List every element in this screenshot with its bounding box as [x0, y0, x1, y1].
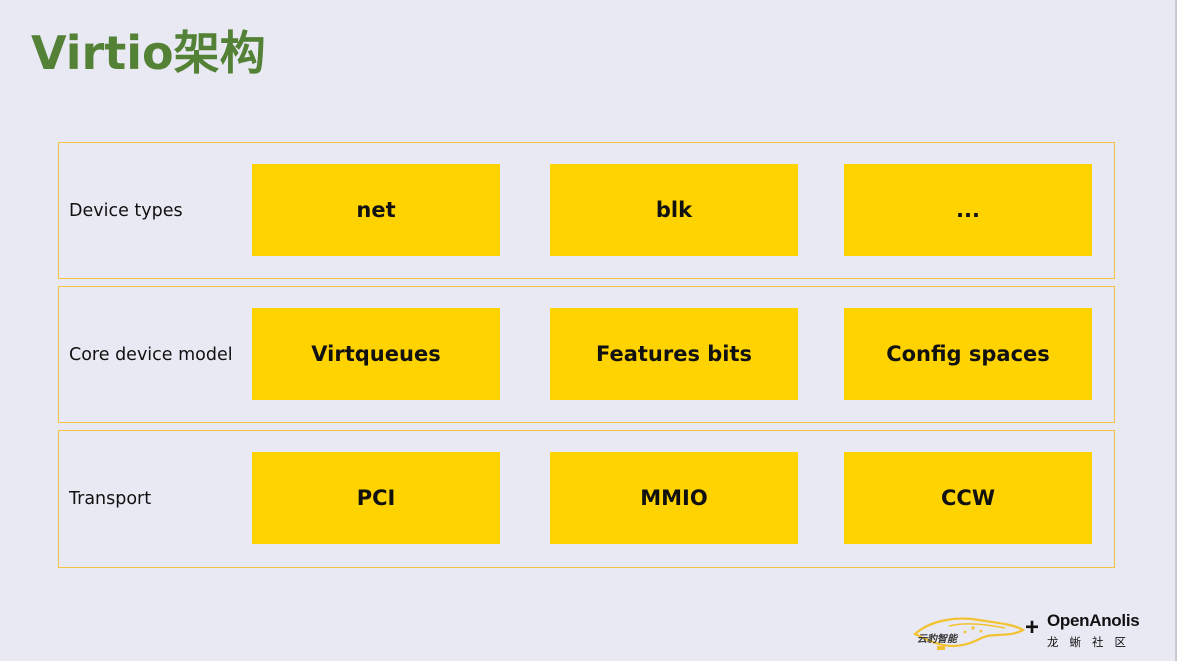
footer-logos: 云豹智能 + OpenAnolis 龙蜥社区 — [913, 606, 1163, 656]
block-pci: PCI — [252, 452, 500, 544]
openanolis-logo-name: OpenAnolis — [1047, 611, 1140, 630]
logo-left-text: 云豹智能 — [917, 634, 957, 645]
block-mmio: MMIO — [550, 452, 798, 544]
layer-label: Transport — [69, 489, 152, 509]
layer-transport: Transport PCI MMIO CCW — [58, 430, 1115, 568]
leopard-logo-icon — [913, 617, 1026, 650]
page-title: Virtio架构 — [31, 26, 266, 80]
layer-device-types: Device types net blk ... — [58, 142, 1115, 279]
block-virtqueues: Virtqueues — [252, 308, 500, 400]
openanolis-logo-sub: 龙蜥社区 — [1047, 635, 1137, 649]
block-blk: blk — [550, 164, 798, 256]
layer-core-device-model: Core device model Virtqueues Features bi… — [58, 286, 1115, 423]
plus-sign: + — [1025, 614, 1040, 641]
block-config-spaces: Config spaces — [844, 308, 1092, 400]
block-ccw: CCW — [844, 452, 1092, 544]
block-net: net — [252, 164, 500, 256]
block-more: ... — [844, 164, 1092, 256]
layer-label: Core device model — [69, 344, 233, 365]
layer-label: Device types — [69, 200, 183, 221]
block-features-bits: Features bits — [550, 308, 798, 400]
slide-edge — [1175, 0, 1177, 661]
